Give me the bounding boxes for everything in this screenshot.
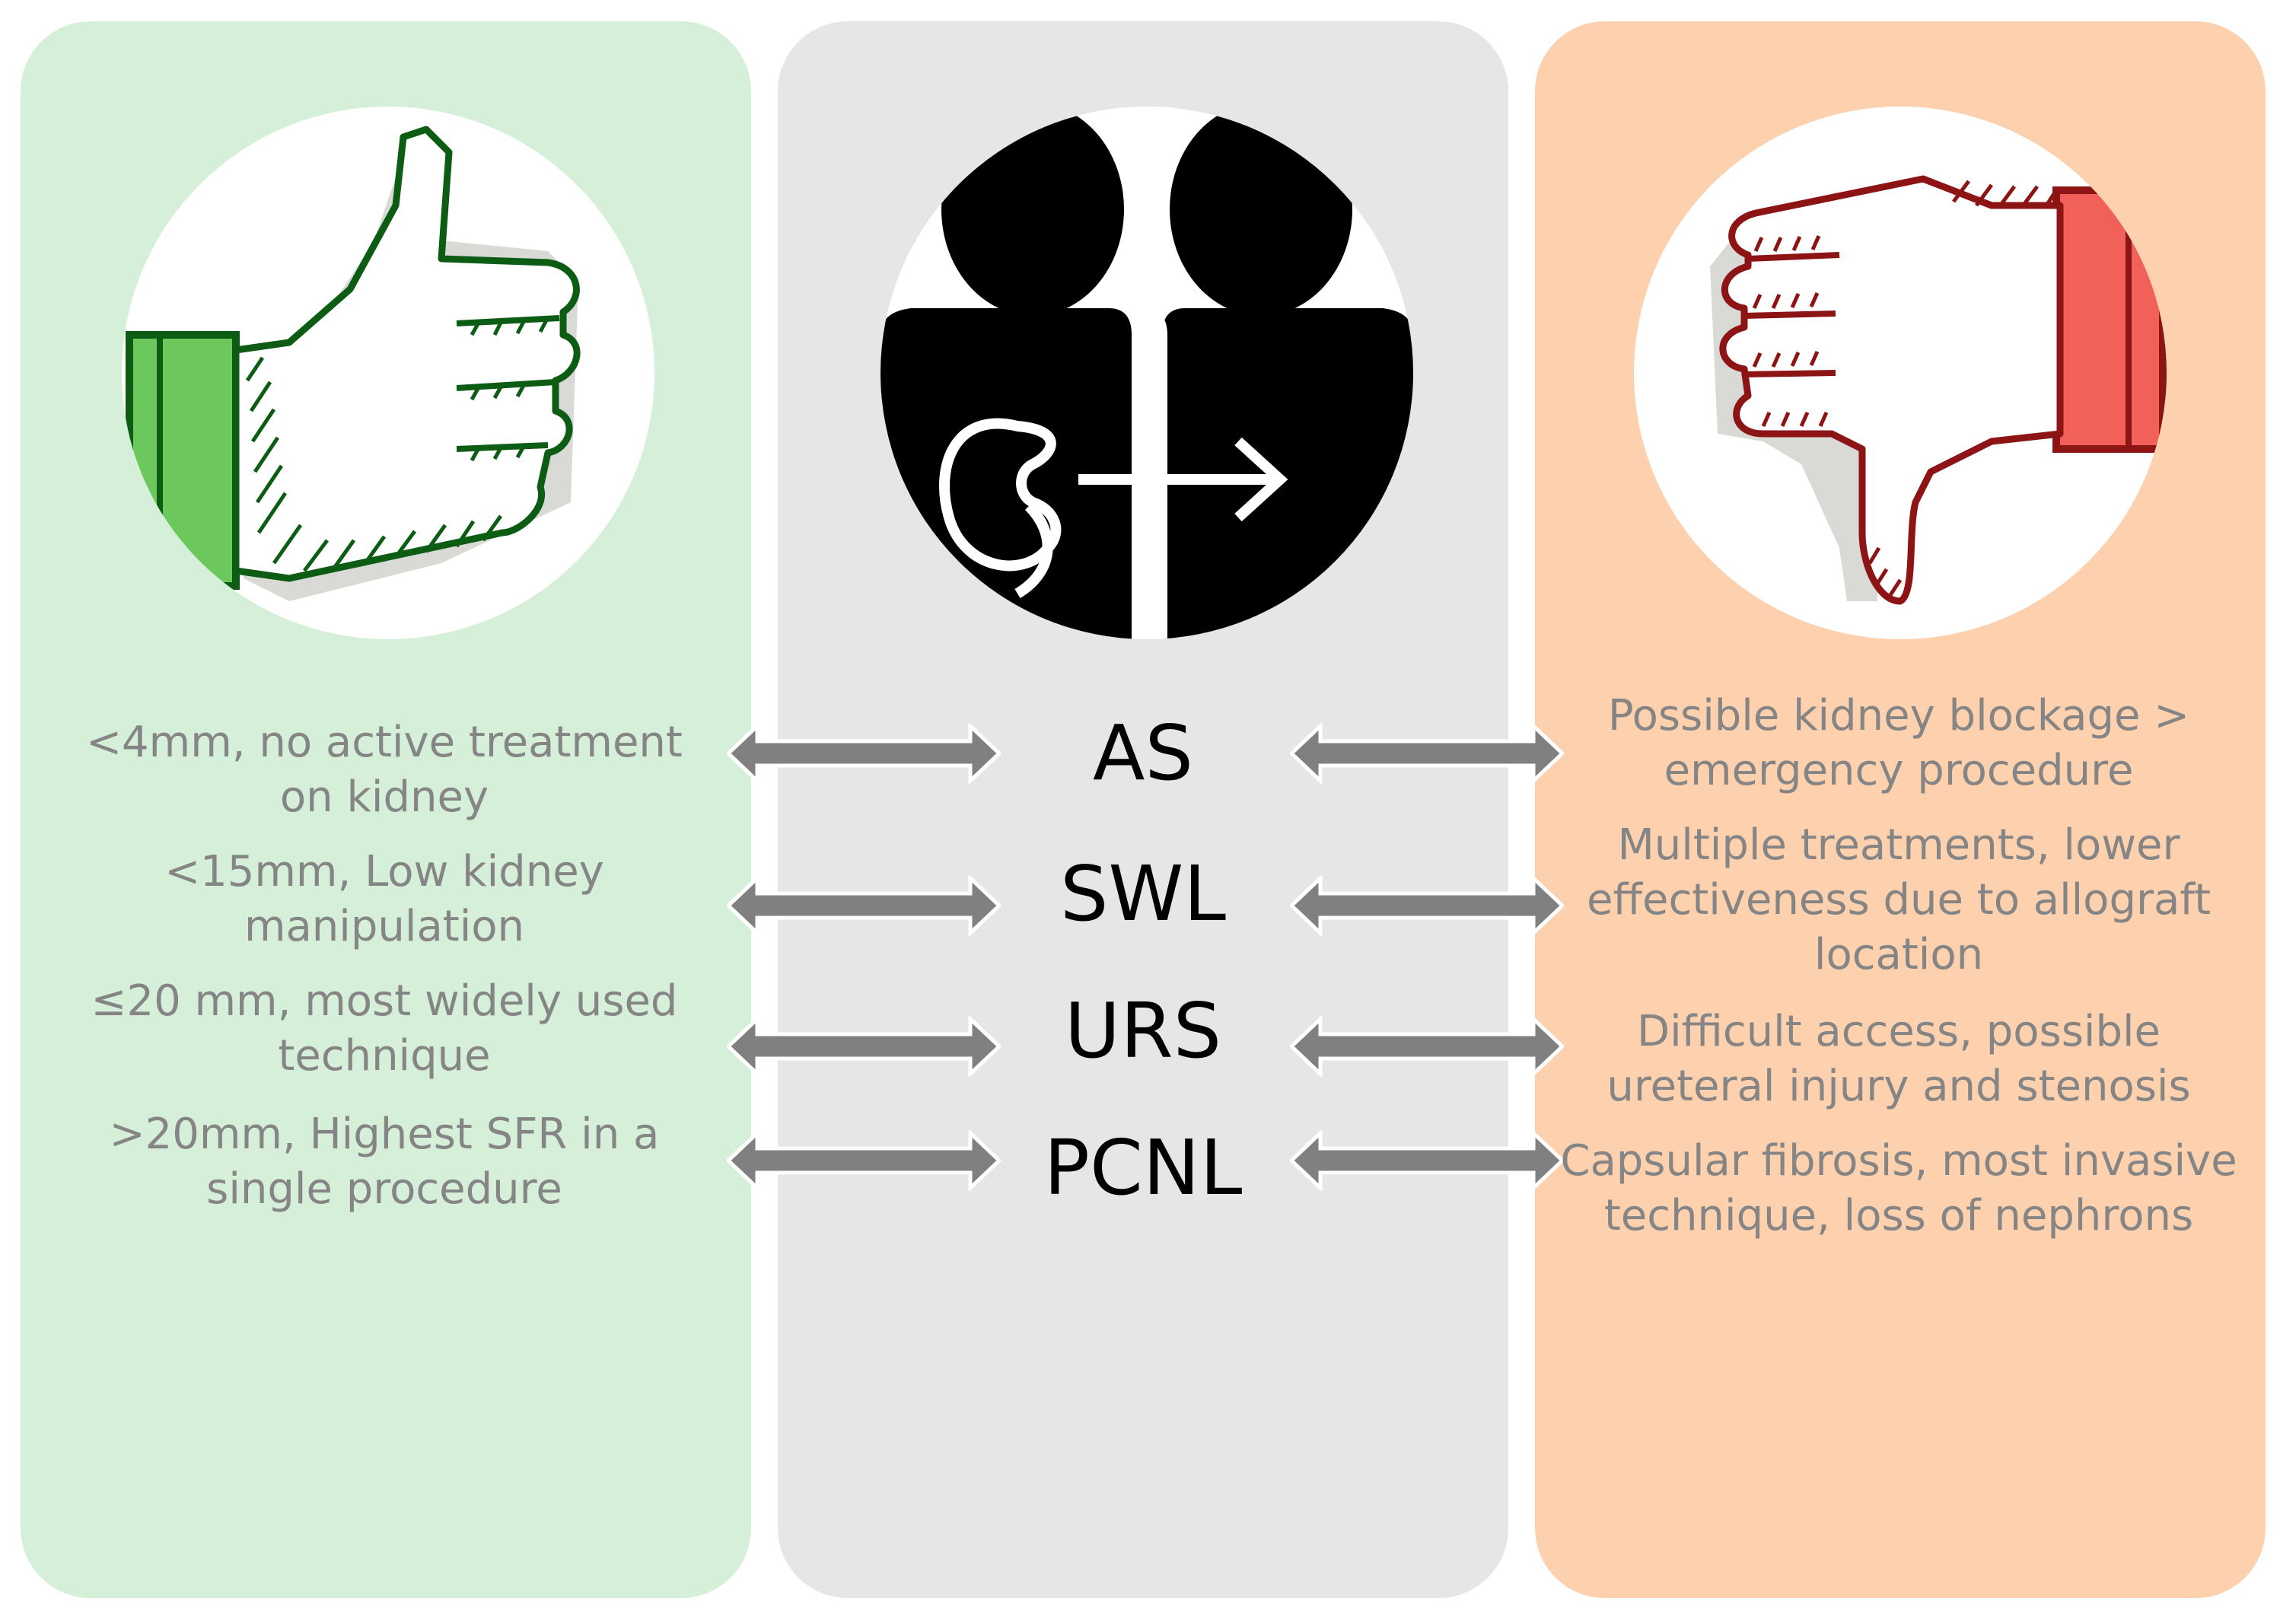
double-arrow-icon xyxy=(1290,723,1564,784)
thumbs-down-icon xyxy=(1634,107,2167,639)
transplant-kidney-icon xyxy=(880,107,1413,639)
procedure-label-as: AS xyxy=(1093,709,1193,798)
con-text-swl: Multiple treatments, lower effectiveness… xyxy=(1586,820,2212,979)
double-arrow-icon xyxy=(1290,875,1564,936)
con-text-pcnl: Capsular fibrosis, most invasive techniq… xyxy=(1560,1136,2237,1240)
con-text-as: Possible kidney blockage > emergency pro… xyxy=(1607,691,2190,795)
procedure-label-pcnl: PCNL xyxy=(1043,1123,1243,1212)
con-text-urs: Difficult access, possible ureteral inju… xyxy=(1607,1007,2191,1111)
procedure-label-swl: SWL xyxy=(1059,849,1227,938)
double-arrow-icon xyxy=(1290,1130,1564,1191)
pro-text-swl: <15mm, Low kidney manipulation xyxy=(164,847,604,951)
thumbs-up-icon xyxy=(122,107,654,639)
double-arrow-icon xyxy=(727,1016,1001,1077)
pro-text-pcnl: >20mm, Highest SFR in a single procedure xyxy=(109,1110,660,1214)
double-arrow-icon xyxy=(1290,1016,1564,1077)
pro-text-as: <4mm, no active treatment on kidney xyxy=(86,718,683,822)
double-arrow-icon xyxy=(727,723,1001,784)
double-arrow-icon xyxy=(727,875,1001,936)
double-arrow-icon xyxy=(727,1130,1001,1191)
procedure-label-urs: URS xyxy=(1064,986,1222,1075)
pro-text-urs: ≤20 mm, most widely used technique xyxy=(91,976,678,1081)
